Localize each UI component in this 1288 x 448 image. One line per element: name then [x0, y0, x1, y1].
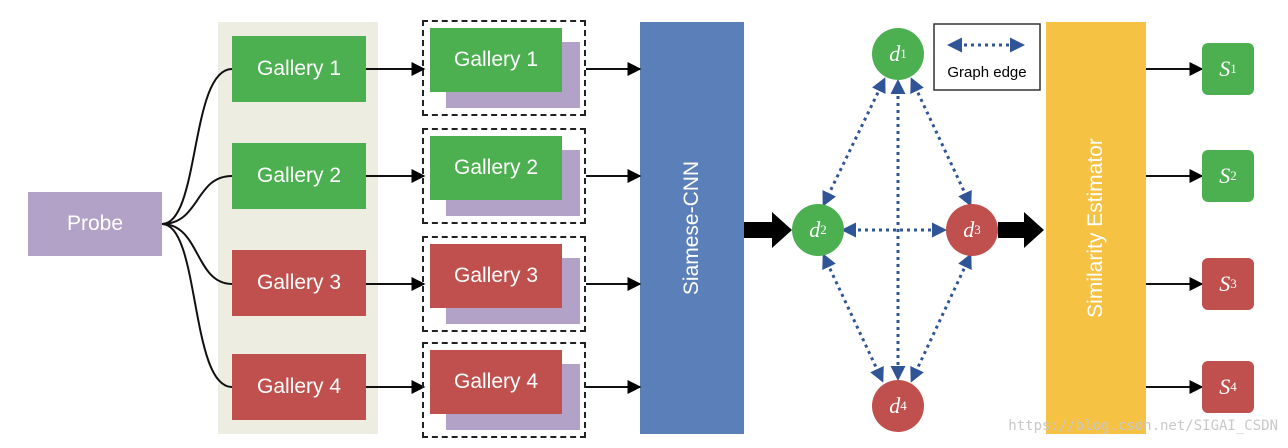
- output-base: S: [1219, 56, 1231, 81]
- cnn-to-graph-arrow: [744, 212, 792, 248]
- cnn-input-arrows: [586, 62, 642, 394]
- pair-frame-4: [422, 342, 586, 438]
- gallery-mid-4: Gallery 4: [430, 350, 562, 414]
- gallery-left-label: Gallery 2: [256, 164, 342, 187]
- probe-fanout: [161, 68, 233, 388]
- gallery-left-label: Gallery 1: [256, 57, 342, 80]
- output-base: S: [1219, 163, 1231, 188]
- gallery-mid-3: Gallery 3: [430, 244, 562, 308]
- gallery-mid-label: Gallery 3: [453, 264, 539, 287]
- pair-frame-3: [422, 236, 586, 332]
- node-base: d: [889, 41, 901, 66]
- gallery-left-3: Gallery 3: [232, 250, 366, 316]
- gallery-mid-label: Gallery 4: [453, 370, 539, 393]
- gallery-left-4: Gallery 4: [232, 354, 366, 420]
- probe-box: Probe: [28, 192, 162, 256]
- gallery-mid-1: Gallery 1: [430, 28, 562, 92]
- node-base: d: [809, 217, 821, 242]
- legend-box: [933, 23, 1041, 91]
- output-arrows: [1146, 62, 1204, 394]
- legend-label: Graph edge: [947, 64, 1027, 81]
- probe-label: Probe: [66, 212, 124, 235]
- output-subscript: 3: [1230, 276, 1237, 291]
- graph-edges: [822, 77, 972, 383]
- gallery-mid-2: Gallery 2: [430, 136, 562, 200]
- node-subscript: 3: [974, 222, 981, 237]
- similarity-estimator-block: Similarity Estimator: [1046, 22, 1146, 434]
- pair-frame-2: [422, 128, 586, 224]
- output-subscript: 1: [1230, 61, 1237, 76]
- gallery-arrows: [366, 62, 426, 394]
- output-base: S: [1219, 271, 1231, 296]
- siamese-cnn-block: Siamese-CNN: [640, 22, 744, 434]
- watermark: https://blog.csdn.net/SIGAI_CSDN: [1008, 418, 1278, 434]
- gallery-left-label: Gallery 3: [256, 271, 342, 294]
- output-base: S: [1219, 374, 1231, 399]
- node-subscript: 4: [900, 398, 907, 413]
- node-subscript: 1: [900, 46, 907, 61]
- gallery-mid-label: Gallery 2: [453, 156, 539, 179]
- gallery-mid-label: Gallery 1: [453, 48, 539, 71]
- gallery-left-label: Gallery 4: [256, 375, 342, 398]
- graph-to-estimator-arrow: [998, 212, 1044, 248]
- output-subscript: 4: [1230, 379, 1237, 394]
- gallery-left-1: Gallery 1: [232, 36, 366, 102]
- node-base: d: [963, 217, 975, 242]
- output-subscript: 2: [1230, 168, 1237, 183]
- gallery-left-2: Gallery 2: [232, 143, 366, 209]
- pair-frame-1: [422, 20, 586, 116]
- node-base: d: [889, 393, 901, 418]
- node-subscript: 2: [820, 222, 827, 237]
